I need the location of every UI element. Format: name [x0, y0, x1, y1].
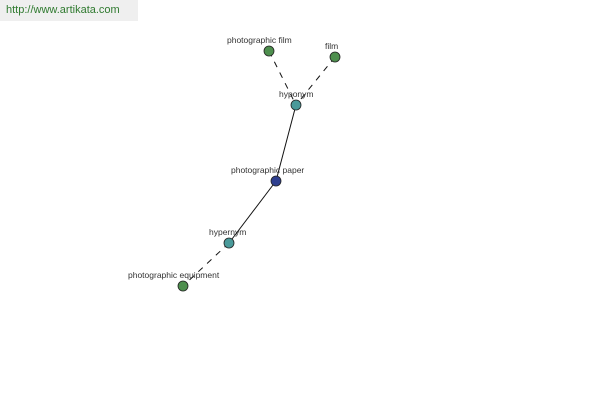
labels-layer: photographic film film hyponym photographic…	[128, 35, 338, 280]
node-photographic-paper[interactable]	[270, 175, 282, 187]
node-hypernym[interactable]	[223, 237, 235, 249]
edge-film-to-hyponym	[295, 56, 336, 106]
node-photographic-equipment[interactable]	[177, 280, 189, 292]
node-film[interactable]	[329, 51, 341, 63]
node-label-photographic-film[interactable]: photographic film	[227, 35, 292, 45]
url-banner[interactable]: http://www.artikata.com	[0, 0, 138, 21]
edge-photographic-paper-to-hypernym	[228, 180, 277, 244]
node-hyponym[interactable]	[290, 99, 302, 111]
edge-photographic-film-to-hyponym	[268, 50, 297, 106]
edge-hyponym-to-photographic-paper	[275, 104, 297, 182]
site-url-link[interactable]: http://www.artikata.com	[6, 4, 120, 16]
edge-hypernym-to-photographic-equipment	[182, 242, 230, 287]
node-label-film[interactable]: film	[325, 41, 338, 51]
node-photographic-film[interactable]	[263, 45, 275, 57]
edges-layer	[182, 50, 336, 287]
node-label-hypernym[interactable]: hypernym	[209, 227, 246, 237]
node-label-photographic-paper[interactable]: photographic paper	[231, 165, 304, 175]
node-label-hyponym[interactable]: hyponym	[279, 89, 314, 99]
node-label-photographic-equipment[interactable]: photographic equipment	[128, 270, 220, 280]
nodes-layer	[177, 45, 341, 292]
